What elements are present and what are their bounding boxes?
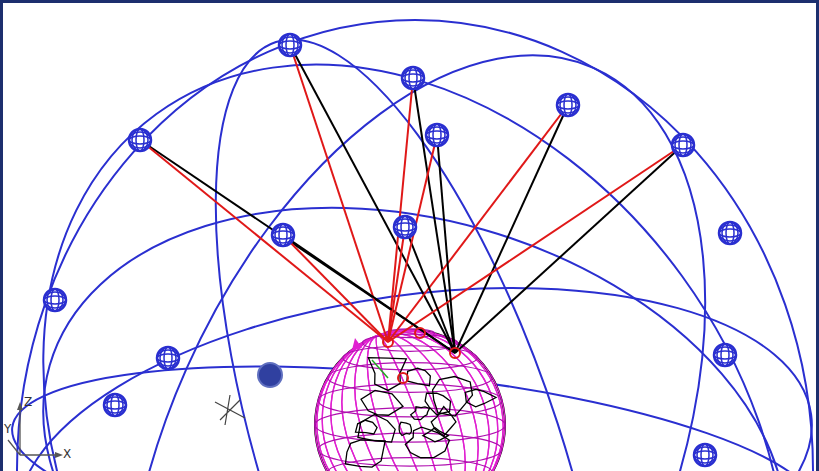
earth-outline bbox=[315, 330, 505, 471]
axis-label: Y bbox=[4, 423, 11, 435]
earth-parallel bbox=[318, 384, 502, 417]
satellite-symbol bbox=[719, 222, 741, 244]
satellite-symbol bbox=[694, 444, 716, 466]
signal-line-black bbox=[405, 227, 455, 353]
earth-meridian bbox=[305, 309, 514, 471]
signal-line-black bbox=[455, 105, 568, 353]
earth-meridian bbox=[305, 309, 514, 471]
satellite-symbol bbox=[104, 394, 126, 416]
axis-label: X bbox=[63, 448, 71, 460]
view-symbol bbox=[215, 395, 245, 425]
signal-line-red bbox=[388, 78, 413, 342]
continent-outline bbox=[361, 390, 403, 415]
continent-outline bbox=[433, 377, 473, 417]
earth-meridian bbox=[368, 332, 452, 471]
earth-parallel bbox=[343, 346, 477, 370]
satellite-symbol bbox=[129, 129, 151, 151]
signal-line-red bbox=[388, 145, 683, 342]
axis-label: Z bbox=[24, 396, 32, 408]
earth-parallel bbox=[328, 458, 493, 471]
orbit-ellipse bbox=[0, 241, 819, 471]
continent-outline bbox=[399, 422, 411, 435]
continent-outline bbox=[407, 368, 430, 385]
earth-meridian bbox=[318, 314, 502, 471]
satellite-symbol bbox=[157, 347, 179, 369]
orbit-ellipse bbox=[8, 0, 819, 471]
satellite-symbol bbox=[402, 67, 424, 89]
signal-line-red bbox=[283, 235, 388, 342]
orbit-ellipse bbox=[17, 20, 813, 471]
signal-line-black bbox=[290, 45, 455, 353]
signal-line-black bbox=[455, 145, 683, 353]
earth-meridian bbox=[290, 304, 530, 471]
satellite-symbol bbox=[394, 216, 416, 238]
receiver-dot bbox=[450, 348, 460, 358]
earth-parallel bbox=[328, 363, 493, 393]
signal-line-black bbox=[283, 235, 455, 353]
satellite-symbol bbox=[44, 289, 66, 311]
signal-lines bbox=[140, 45, 683, 383]
signal-line-red bbox=[388, 135, 437, 342]
receiver-marker bbox=[352, 338, 362, 350]
continent-outline bbox=[345, 440, 385, 467]
satellite-symbol bbox=[272, 224, 294, 246]
earth-meridian bbox=[333, 319, 487, 471]
earth-meridian bbox=[333, 319, 487, 471]
earth-meridian bbox=[368, 332, 452, 471]
signal-line-black bbox=[140, 140, 455, 353]
ground-track bbox=[372, 360, 388, 378]
earth-meridian bbox=[290, 304, 530, 471]
signal-line-black bbox=[437, 135, 455, 353]
continent-outline bbox=[423, 428, 448, 442]
continent-outline bbox=[411, 407, 430, 420]
receiver-dot bbox=[415, 328, 425, 338]
satellite-dark bbox=[258, 363, 282, 387]
satellite-symbol bbox=[557, 94, 579, 116]
signal-line-red bbox=[388, 105, 568, 342]
continent-outline bbox=[358, 414, 395, 442]
satellite-symbol bbox=[279, 34, 301, 56]
satellite-symbol bbox=[426, 124, 448, 146]
signal-line-red bbox=[140, 140, 388, 342]
satellite-symbol bbox=[714, 344, 736, 366]
receiver-dot bbox=[383, 337, 393, 347]
receiver-dot bbox=[398, 373, 408, 383]
orbit-ellipse bbox=[0, 125, 819, 471]
orbit-ellipse bbox=[133, 0, 696, 471]
earth-parallel bbox=[363, 334, 458, 351]
earth-parallel bbox=[315, 408, 505, 442]
earth-meridian bbox=[318, 314, 502, 471]
satellite-group bbox=[44, 34, 741, 466]
satellite-symbol bbox=[672, 134, 694, 156]
axis-icon bbox=[8, 402, 63, 458]
